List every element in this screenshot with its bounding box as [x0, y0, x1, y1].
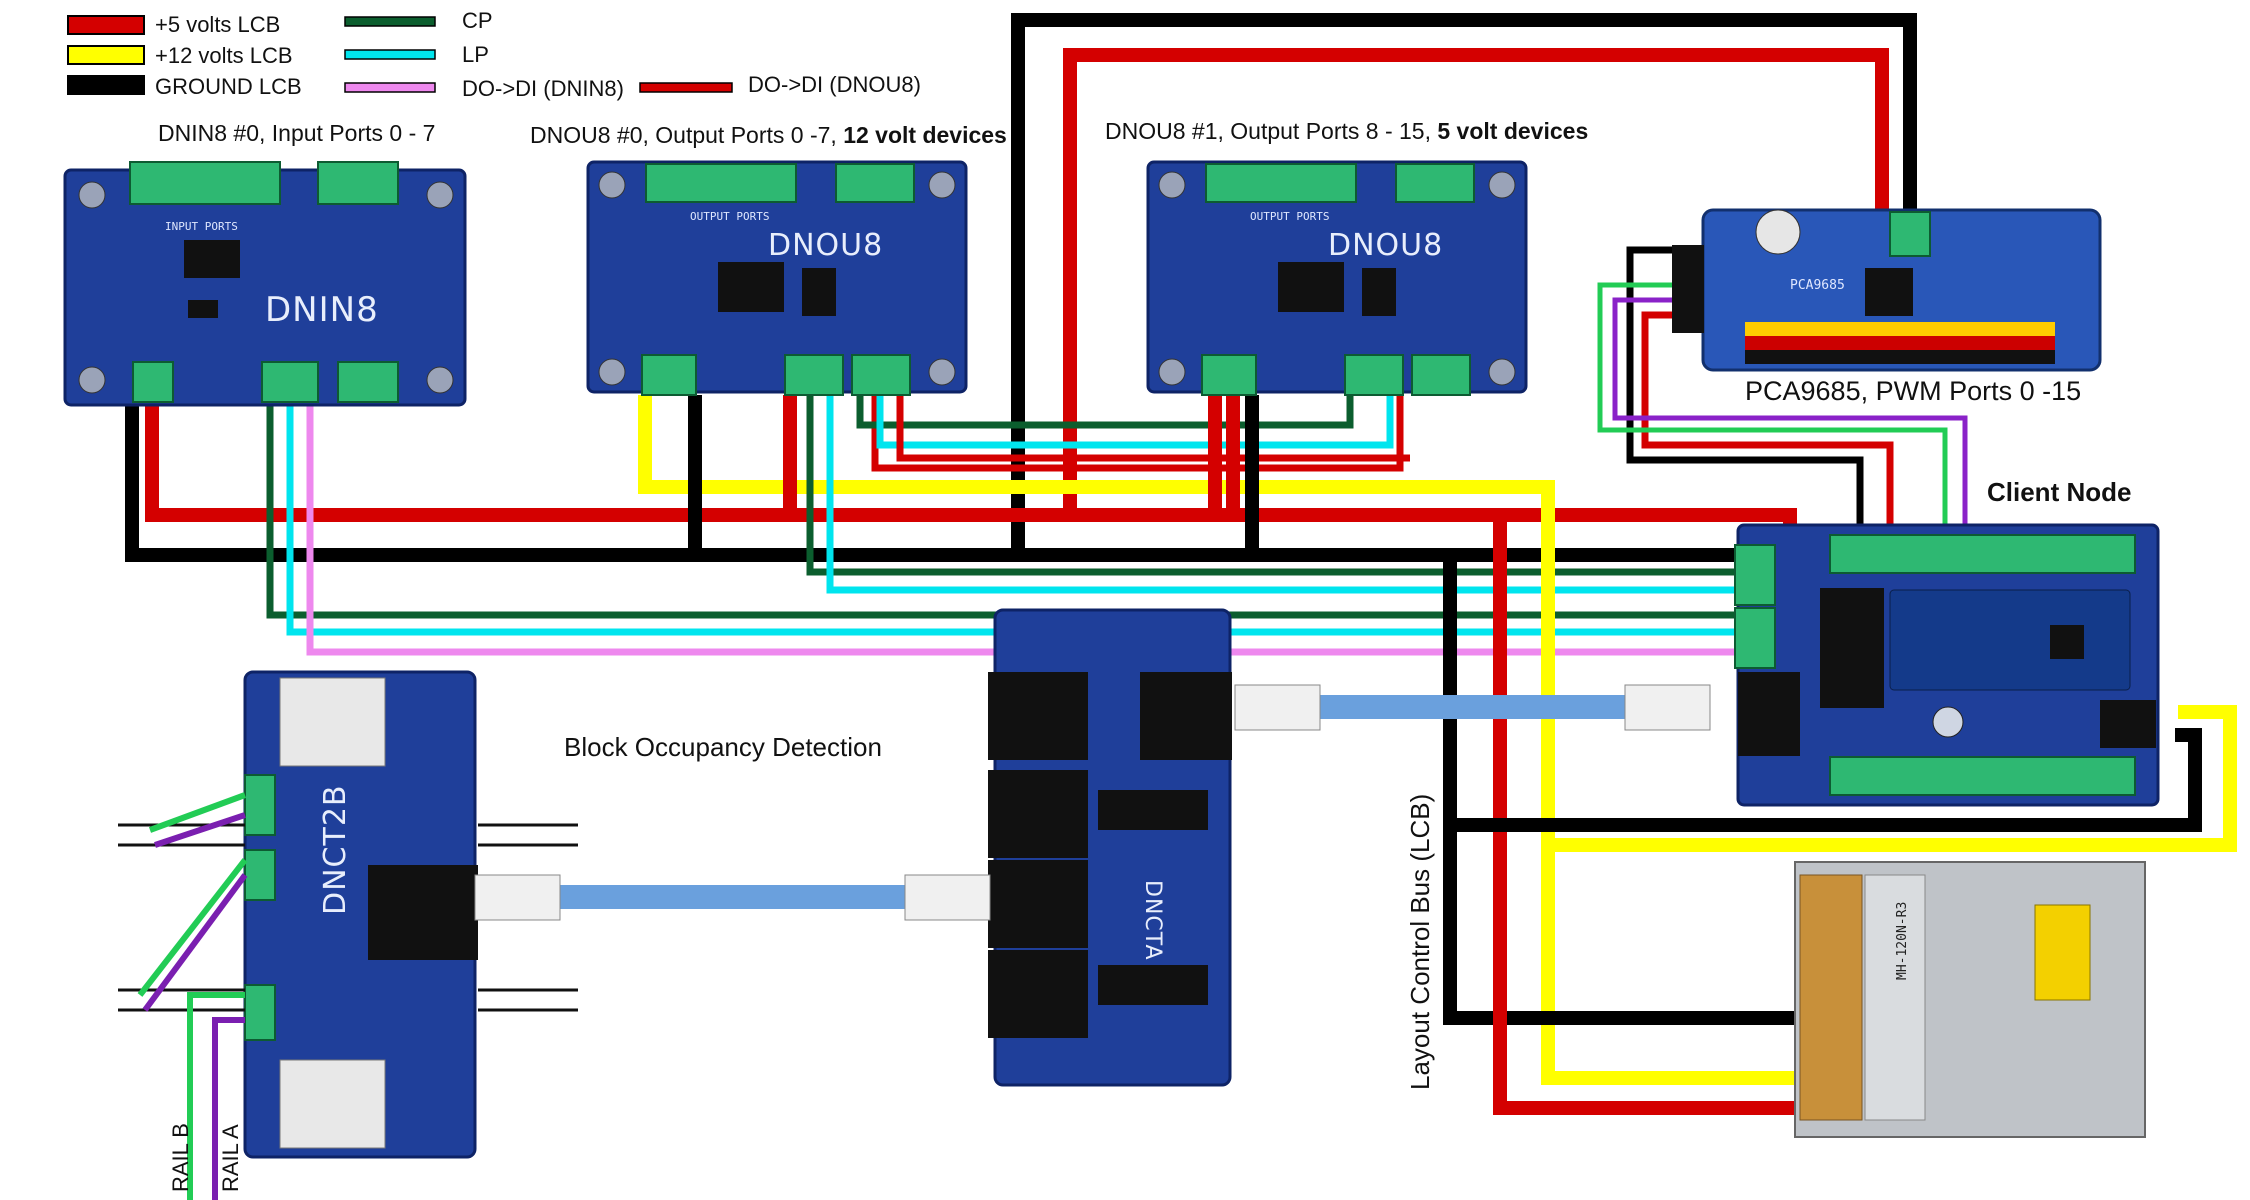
legend-label-lp: LP: [462, 42, 489, 67]
dnct2b-silk: DNCT2B: [318, 784, 353, 915]
plus12-wire-lcb-top: [1541, 487, 2237, 852]
dnou8-0-silk: DNOU8: [768, 228, 884, 263]
pca9685-board: [1672, 208, 2102, 372]
legend-swatch-lp: [344, 49, 436, 60]
output-ports-silk-1: OUTPUT PORTS: [1250, 210, 1330, 223]
rail-wire-purple-1: [154, 812, 246, 848]
legend-label-plus5: +5 volts LCB: [155, 12, 281, 37]
plus5-wire-dnin8: [145, 395, 1797, 525]
dodi-wire-dnin8: [306, 390, 1740, 656]
lp-wire-dnou8-0-out: [876, 395, 1394, 449]
dnou8-0-board: [586, 160, 968, 396]
cp-wire-dnou8-0-out: [856, 395, 1354, 429]
input-ports-silk: INPUT PORTS: [165, 220, 238, 233]
ground-wire-dnin8: [125, 395, 1790, 562]
pca-chip-silk: PCA9685: [1790, 278, 1845, 293]
pca-title: PCA9685, PWM Ports 0 -15: [1745, 376, 2082, 406]
dnou8-1-title-bold: 5 volt devices: [1437, 118, 1589, 144]
legend-swatch-plus5: [67, 15, 145, 35]
rail-wire-b: [187, 992, 245, 1200]
lp-wire-dnin8: [286, 390, 1740, 636]
rj45-plugs: [474, 684, 1711, 921]
plus5-wire-pca: [1641, 311, 1894, 525]
ground-wire-lcb-right: [1450, 728, 2202, 832]
lcb-title: Layout Control Bus (LCB): [1405, 793, 1435, 1090]
green-wire-pca: [1597, 282, 1948, 525]
rail-wire-green-1: [148, 792, 247, 833]
rail-wire-a: [212, 1017, 245, 1200]
dnou8-1-title-prefix: DNOU8 #1, Output Ports 8 - 15,: [1105, 118, 1431, 144]
power-supply: [1794, 861, 2146, 1138]
legend-swatch-dodi-dnou8: [639, 82, 733, 93]
client-node-board: [1734, 523, 2160, 807]
dnou8-1-board: [1146, 160, 1528, 396]
legend-label-dodi-dnou8: DO->DI (DNOU8): [748, 72, 921, 97]
ground-wire-top-loop: [1011, 13, 1917, 560]
rail-b-label: RAIL B: [168, 1123, 193, 1192]
dnou8-0-title-bold: 12 volt devices: [843, 122, 1007, 148]
purple-wire-pca: [1612, 297, 1968, 525]
client-node-title: Client Node: [1987, 477, 2132, 507]
dnin8-silk: DNIN8: [265, 290, 379, 330]
dncta-silk: DNCTA: [1140, 880, 1165, 961]
rail-tracks: [118, 823, 578, 1012]
power-supply-silk: MH-120N-R3: [1895, 901, 1910, 980]
dncta-board: [988, 608, 1232, 1087]
legend-label-dodi-dnin8: DO->DI (DNIN8): [462, 76, 624, 101]
dnin8-title: DNIN8 #0, Input Ports 0 - 7: [158, 120, 436, 146]
rail-wires: [137, 792, 248, 1200]
legend-swatch-dodi-dnin8: [344, 82, 436, 93]
dnou8-1-title: DNOU8 #1, Output Ports 8 - 15, 5 volt de…: [1105, 118, 1588, 145]
rail-wire-green-2: [137, 858, 248, 997]
ground-wire-pca: [1626, 246, 1864, 525]
legend-swatch-plus12: [67, 45, 145, 65]
legend-label-cp: CP: [462, 8, 493, 33]
legend-swatch-ground: [67, 75, 145, 95]
dnct2b-board: [243, 670, 478, 1159]
lcb-cable-left: [560, 885, 910, 909]
plus5-wire-top-loop: [1063, 48, 1889, 520]
dnin8-board: [63, 161, 467, 407]
dnou8-0-title: DNOU8 #0, Output Ports 0 -7, 12 volt dev…: [530, 122, 1007, 149]
bod-title: Block Occupancy Detection: [564, 732, 882, 762]
dnou8-0-title-prefix: DNOU8 #0, Output Ports 0 -7,: [530, 122, 837, 148]
lp-wire-dnou8-0: [826, 395, 1740, 594]
dnou8-1-silk: DNOU8: [1328, 228, 1444, 263]
cp-wire-dnin8: [266, 390, 1740, 619]
legend-label-plus12: +12 volts LCB: [155, 43, 293, 68]
dodi-wire-dnou8-0: [871, 395, 1404, 472]
cp-wire-dnou8-0: [806, 395, 1740, 576]
rail-wire-purple-2: [142, 873, 248, 1012]
output-ports-silk-0: OUTPUT PORTS: [690, 210, 770, 223]
legend-swatch-cp: [344, 16, 436, 27]
rail-a-label: RAIL A: [218, 1124, 243, 1192]
legend-swatches: [67, 15, 733, 95]
legend-label-ground: GROUND LCB: [155, 74, 302, 99]
wires: [125, 13, 2237, 1115]
